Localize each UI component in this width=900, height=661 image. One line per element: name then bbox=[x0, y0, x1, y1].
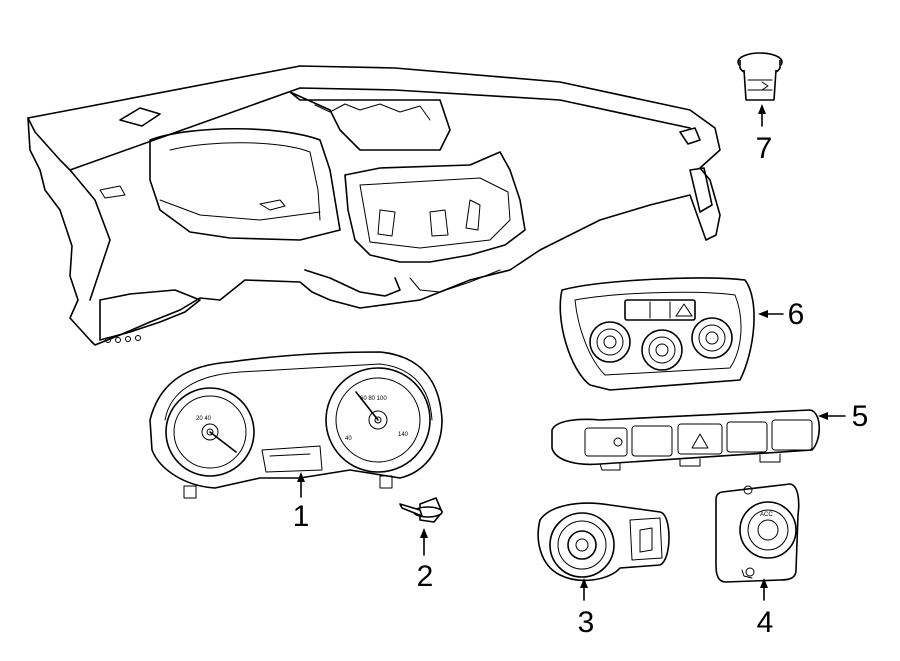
instrument-panel-icon bbox=[27, 65, 721, 346]
arrowhead-4 bbox=[760, 578, 768, 588]
arrowhead-2 bbox=[420, 528, 428, 538]
svg-text:140: 140 bbox=[398, 432, 409, 438]
callout-3: 3 bbox=[578, 606, 595, 639]
callout-2: 2 bbox=[417, 560, 434, 593]
arrowhead-7 bbox=[758, 104, 766, 114]
switch-bank-icon bbox=[551, 409, 821, 471]
arrowhead-3 bbox=[580, 578, 588, 588]
callout-1: 1 bbox=[293, 500, 310, 533]
arrowhead-1 bbox=[297, 472, 305, 482]
svg-text:ACC: ACC bbox=[760, 512, 773, 518]
svg-text:40: 40 bbox=[345, 436, 352, 442]
callout-5: 5 bbox=[852, 400, 869, 433]
arrowhead-6 bbox=[758, 310, 768, 318]
callout-6: 6 bbox=[788, 298, 805, 331]
screw-icon bbox=[399, 497, 443, 523]
leader-lines bbox=[297, 104, 846, 601]
svg-text:20 40: 20 40 bbox=[196, 416, 212, 422]
callout-7: 7 bbox=[756, 132, 773, 165]
ignition-switch-icon: ACC bbox=[715, 483, 800, 583]
callout-numbers: 1 2 3 4 5 6 7 bbox=[293, 132, 869, 639]
arrowhead-5 bbox=[818, 412, 828, 420]
callout-4: 4 bbox=[757, 606, 774, 639]
headlamp-switch-icon bbox=[537, 502, 670, 582]
instrument-cluster-icon: 20 40 60 80 100 40 140 bbox=[149, 351, 443, 499]
climate-control-icon bbox=[559, 277, 755, 391]
svg-text:60 80 100: 60 80 100 bbox=[360, 396, 387, 402]
push-button-switch-icon bbox=[737, 52, 783, 101]
